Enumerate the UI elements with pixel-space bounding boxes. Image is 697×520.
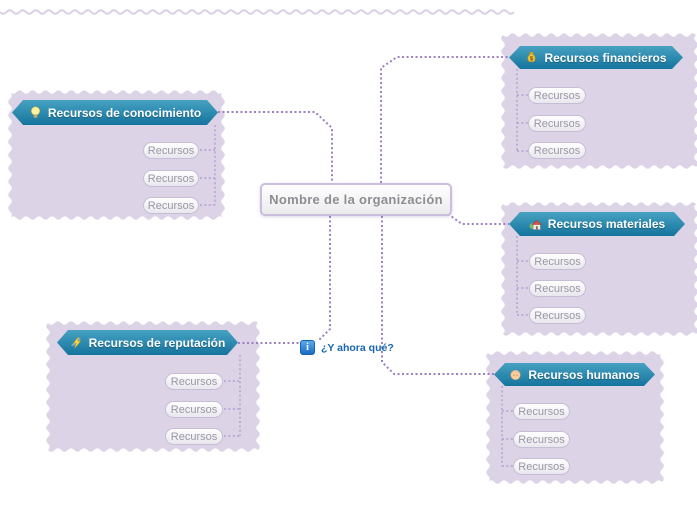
connector-center-note: [317, 216, 331, 342]
subtopic-recursos[interactable]: Recursos: [165, 428, 223, 445]
subtopic-recursos[interactable]: Recursos: [529, 280, 586, 297]
topic-recursos-de-reputacion[interactable]: Recursos de reputación: [57, 330, 238, 355]
topic-recursos-financieros[interactable]: $ Recursos financieros: [509, 46, 683, 69]
central-topic-label: Nombre de la organización: [269, 192, 443, 207]
connector-center-humanos: [381, 216, 494, 375]
subtopic-recursos[interactable]: Recursos: [513, 431, 570, 448]
topic-recursos-de-conocimiento[interactable]: Recursos de conocimiento: [12, 100, 218, 125]
connector-children-humanos: [501, 386, 513, 467]
outer-boundary-edge: [0, 9, 515, 15]
subtopic-label: Recursos: [534, 255, 581, 268]
topic-recursos-materiales[interactable]: Recursos materiales: [509, 212, 685, 236]
subtopic-label: Recursos: [518, 460, 565, 473]
subtopic-recursos[interactable]: Recursos: [513, 403, 570, 420]
subtopic-recursos[interactable]: Recursos: [143, 170, 199, 187]
central-topic[interactable]: Nombre de la organización: [260, 183, 452, 216]
topic-label: Recursos materiales: [547, 217, 666, 231]
connector-children-financieros: [516, 69, 528, 152]
subtopic-label: Recursos: [533, 117, 581, 130]
subtopic-recursos[interactable]: Recursos: [528, 87, 586, 104]
svg-text:$: $: [530, 56, 534, 62]
subtopic-label: Recursos: [170, 403, 218, 416]
connector-children-conocimiento: [200, 125, 216, 206]
subtopic-label: Recursos: [147, 144, 195, 157]
note-label: ¿Y ahora qué?: [321, 341, 394, 354]
lightbulb-icon: [29, 106, 42, 119]
subtopic-recursos[interactable]: Recursos: [513, 458, 570, 475]
topic-label: Recursos humanos: [528, 367, 640, 382]
subtopic-recursos[interactable]: Recursos: [529, 253, 586, 270]
subtopic-recursos[interactable]: Recursos: [165, 373, 223, 390]
subtopic-label: Recursos: [533, 144, 581, 157]
subtopic-label: Recursos: [170, 430, 218, 443]
connector-center-conocimiento: [218, 111, 333, 183]
subtopic-recursos[interactable]: Recursos: [528, 115, 586, 132]
flash-icon: [70, 336, 83, 349]
subtopic-label: Recursos: [147, 172, 195, 185]
subtopic-label: Recursos: [518, 405, 565, 418]
person-icon: [509, 368, 522, 381]
subtopic-recursos[interactable]: Recursos: [165, 401, 223, 418]
subtopic-recursos[interactable]: Recursos: [143, 197, 199, 214]
subtopic-recursos[interactable]: Recursos: [528, 142, 586, 159]
connector-children-reputacion: [224, 355, 241, 437]
connector-children-materiales: [516, 236, 529, 316]
subtopic-label: Recursos: [534, 309, 581, 322]
connector-center-financieros: [380, 56, 509, 183]
subtopic-label: Recursos: [518, 433, 565, 446]
subtopic-label: Recursos: [170, 375, 218, 388]
floating-topic-note[interactable]: i ¿Y ahora qué?: [300, 340, 394, 355]
topic-label: Recursos de conocimiento: [47, 105, 202, 120]
connector-center-materiales: [447, 213, 509, 225]
money-bag-icon: $: [525, 51, 538, 64]
topic-label: Recursos de reputación: [88, 335, 226, 350]
subtopic-label: Recursos: [534, 282, 581, 295]
subtopic-label: Recursos: [147, 199, 195, 212]
subtopic-label: Recursos: [533, 89, 581, 102]
topic-recursos-humanos[interactable]: Recursos humanos: [494, 363, 655, 386]
house-icon: [529, 218, 542, 231]
subtopic-recursos[interactable]: Recursos: [529, 307, 586, 324]
subtopic-recursos[interactable]: Recursos: [143, 142, 199, 159]
info-icon: i: [300, 340, 315, 355]
topic-label: Recursos financieros: [544, 50, 667, 65]
